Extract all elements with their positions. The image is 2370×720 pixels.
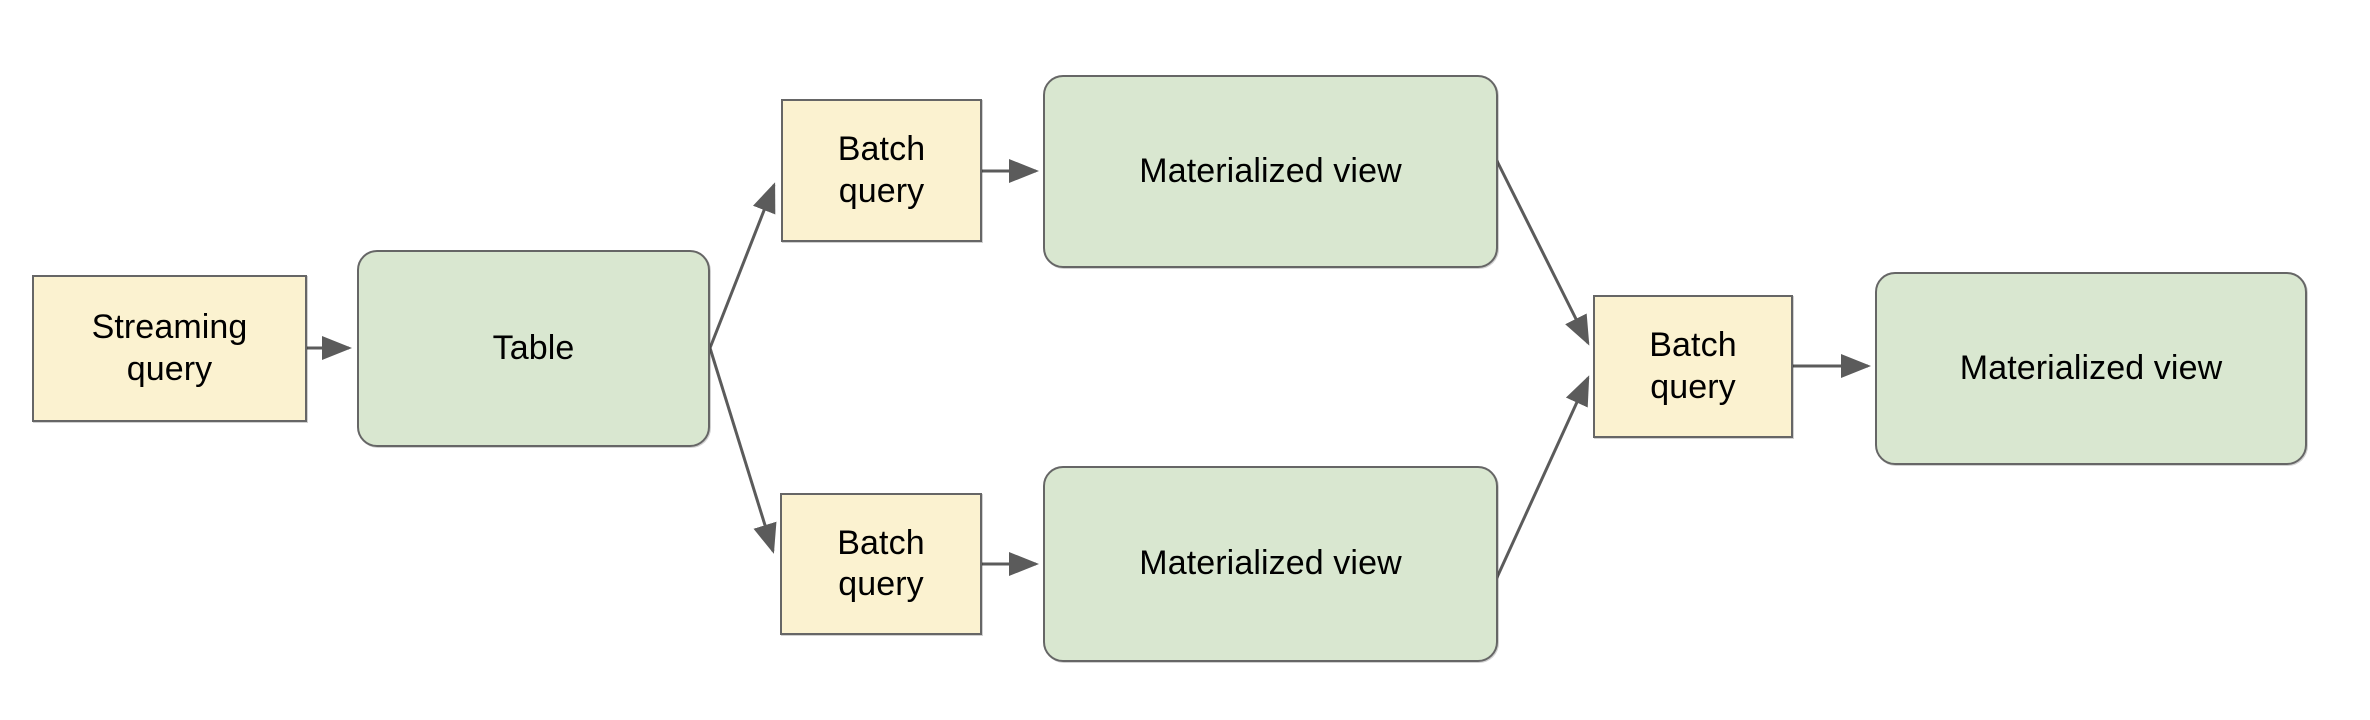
node-batch-query-top-label: Batch query: [837, 130, 926, 210]
node-materialized-view-bottom[interactable]: Materialized view: [1043, 466, 1498, 662]
node-batch-query-top[interactable]: Batch query: [781, 99, 982, 242]
node-batch-query-center-label: Batch query: [1649, 326, 1737, 406]
node-table-label: Table: [492, 328, 575, 367]
node-batch-query-bottom[interactable]: Batch query: [780, 493, 982, 635]
node-streaming-query-label: Streaming query: [91, 308, 248, 388]
edge-materialized-view-bottom-to-batch-query-center: [1492, 375, 1590, 585]
node-materialized-view-right-label: Materialized view: [1959, 348, 2223, 387]
node-streaming-query[interactable]: Streaming query: [32, 275, 307, 422]
node-batch-query-bottom-label: Batch query: [837, 523, 925, 603]
edge-materialized-view-top-to-batch-query-center: [1492, 154, 1590, 346]
edge-table-to-batch-query-bottom: [708, 347, 777, 554]
node-materialized-view-right[interactable]: Materialized view: [1875, 272, 2307, 465]
edge-table-to-batch-query-top: [708, 182, 776, 349]
node-materialized-view-bottom-label: Materialized view: [1139, 544, 1402, 583]
node-table[interactable]: Table: [357, 250, 710, 447]
node-materialized-view-top-label: Materialized view: [1139, 151, 1402, 190]
node-batch-query-center[interactable]: Batch query: [1593, 295, 1793, 438]
node-materialized-view-top[interactable]: Materialized view: [1043, 75, 1498, 268]
